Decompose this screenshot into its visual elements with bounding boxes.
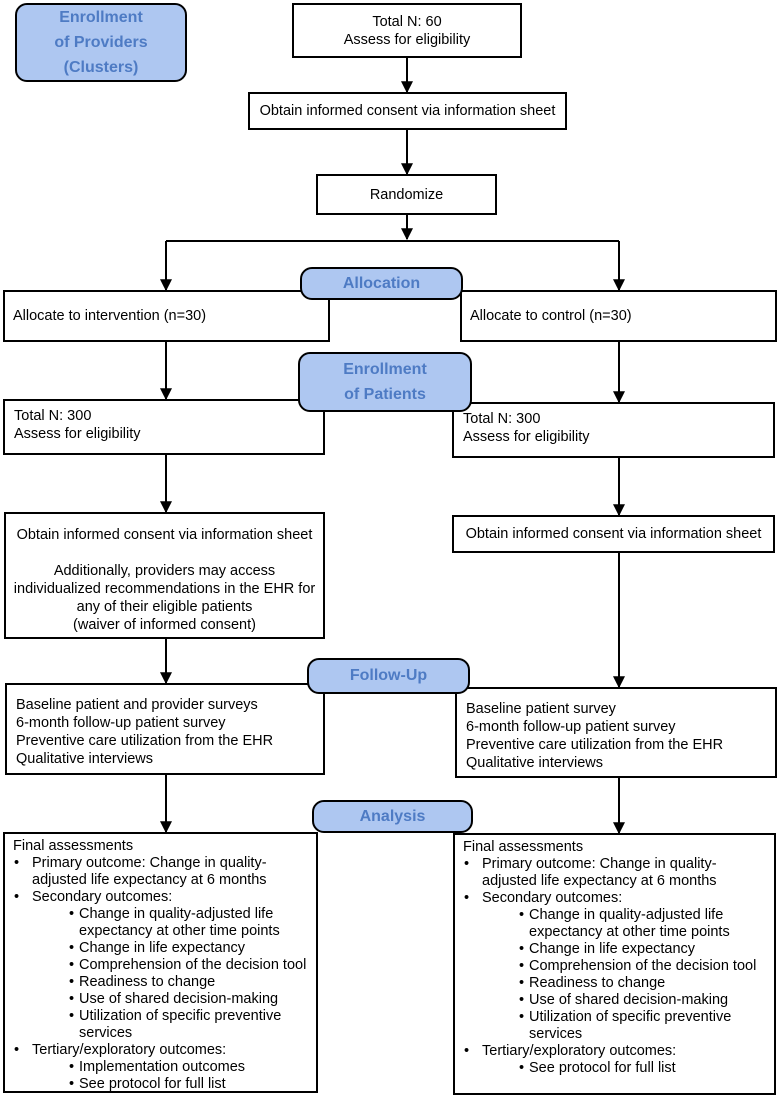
stage-label-analysis: Analysis bbox=[312, 800, 473, 833]
text-line: Enrollment bbox=[343, 361, 427, 378]
text-line: 6-month follow-up patient survey bbox=[466, 719, 676, 735]
text-line: of Patients bbox=[344, 386, 426, 403]
bullet-item: Change in quality-adjusted life expectan… bbox=[463, 907, 770, 941]
text-line: Assess for eligibility bbox=[463, 429, 590, 445]
bullet-item: Primary outcome: Change in quality-adjus… bbox=[13, 855, 312, 889]
box-intervention-followup: Baseline patient and provider surveys 6-m… bbox=[5, 683, 325, 775]
bullet-item: Primary outcome: Change in quality-adjus… bbox=[463, 856, 770, 890]
box-control-analysis-title: Final assessments bbox=[463, 839, 584, 855]
bullet-item: Comprehension of the decision tool bbox=[463, 958, 770, 975]
bullet-item: See protocol for full list bbox=[463, 1060, 770, 1077]
bullet-item: Readiness to change bbox=[13, 974, 312, 991]
text-line: (waiver of informed consent) bbox=[73, 617, 256, 633]
box-intervention-analysis-list: Primary outcome: Change in quality-adjus… bbox=[13, 855, 312, 1093]
text-line: individualized recommendations in the EH… bbox=[13, 581, 316, 597]
text-line: Total N: 300 bbox=[463, 411, 541, 427]
bullet-item: Utilization of specific preventive servi… bbox=[463, 1009, 770, 1043]
text-line: Additionally, providers may access bbox=[53, 563, 276, 579]
text-line: Assess for eligibility bbox=[343, 31, 471, 48]
bullet-item: Use of shared decision-making bbox=[13, 991, 312, 1008]
text-line: Preventive care utilization from the EHR bbox=[16, 733, 274, 749]
box-consent-providers-text: Obtain informed consent via information … bbox=[259, 103, 556, 119]
bullet-item: Secondary outcomes: bbox=[463, 890, 770, 907]
bullet-item: Change in quality-adjusted life expectan… bbox=[13, 906, 312, 940]
bullet-item: Tertiary/exploratory outcomes: bbox=[463, 1043, 770, 1060]
text-line: Qualitative interviews bbox=[16, 751, 153, 767]
text-line: Enrollment bbox=[59, 9, 143, 26]
stage-label-analysis-text: Analysis bbox=[359, 807, 426, 825]
bullet-item: Secondary outcomes: bbox=[13, 889, 312, 906]
text-line: Qualitative interviews bbox=[466, 755, 603, 771]
bullet-item: Implementation outcomes bbox=[13, 1059, 312, 1076]
box-control-consent-text: Obtain informed consent via information … bbox=[465, 526, 762, 542]
box-intervention-analysis-title: Final assessments bbox=[13, 838, 134, 854]
bullet-item: See protocol for full list bbox=[13, 1076, 312, 1093]
box-allocate-control: Allocate to control (n=30) bbox=[460, 290, 777, 342]
bullet-item: Readiness to change bbox=[463, 975, 770, 992]
text-line: Obtain informed consent via information … bbox=[16, 527, 313, 543]
bullet-item: Tertiary/exploratory outcomes: bbox=[13, 1042, 312, 1059]
stage-label-followup-text: Follow-Up bbox=[349, 667, 428, 684]
text-line: Total N: 300 bbox=[14, 408, 92, 424]
stage-label-followup: Follow-Up bbox=[307, 658, 470, 694]
stage-label-allocation-text: Allocation bbox=[342, 274, 421, 292]
box-randomize-text: Randomize bbox=[369, 186, 444, 203]
box-control-consent: Obtain informed consent via information … bbox=[452, 515, 775, 553]
box-intervention-consent: Obtain informed consent via information … bbox=[4, 512, 325, 639]
box-randomize: Randomize bbox=[316, 174, 497, 215]
bullet-item: Change in life expectancy bbox=[463, 941, 770, 958]
text-line: Assess for eligibility bbox=[14, 426, 141, 442]
text-line: Preventive care utilization from the EHR bbox=[466, 737, 724, 753]
bullet-item: Change in life expectancy bbox=[13, 940, 312, 957]
stage-label-enrollment-providers: Enrollment of Providers (Clusters) bbox=[15, 3, 187, 82]
box-allocate-intervention-text: Allocate to intervention (n=30) bbox=[13, 308, 207, 324]
bullet-item: Utilization of specific preventive servi… bbox=[13, 1008, 312, 1042]
text-line: (Clusters) bbox=[63, 59, 139, 76]
box-consent-providers: Obtain informed consent via information … bbox=[248, 92, 567, 130]
box-intervention-analysis: Final assessments Primary outcome: Chang… bbox=[3, 832, 318, 1093]
box-control-analysis-list: Primary outcome: Change in quality-adjus… bbox=[463, 856, 770, 1077]
text-line: Total N: 60 bbox=[372, 13, 442, 30]
bullet-item: Use of shared decision-making bbox=[463, 992, 770, 1009]
box-control-analysis: Final assessments Primary outcome: Chang… bbox=[453, 833, 776, 1095]
box-control-followup: Baseline patient survey 6-month follow-up… bbox=[455, 687, 777, 778]
box-allocate-control-text: Allocate to control (n=30) bbox=[470, 308, 632, 324]
text-line: 6-month follow-up patient survey bbox=[16, 715, 226, 731]
box-allocate-intervention: Allocate to intervention (n=30) bbox=[3, 290, 330, 342]
text-line bbox=[6, 544, 323, 562]
stage-label-allocation: Allocation bbox=[300, 267, 463, 300]
stage-label-enrollment-patients: Enrollment of Patients bbox=[298, 352, 472, 412]
text-line: of Providers bbox=[54, 34, 148, 51]
text-line: Baseline patient and provider surveys bbox=[16, 697, 258, 713]
bullet-item: Comprehension of the decision tool bbox=[13, 957, 312, 974]
text-line: any of their eligible patients bbox=[76, 599, 253, 615]
text-line: Baseline patient survey bbox=[466, 701, 616, 717]
